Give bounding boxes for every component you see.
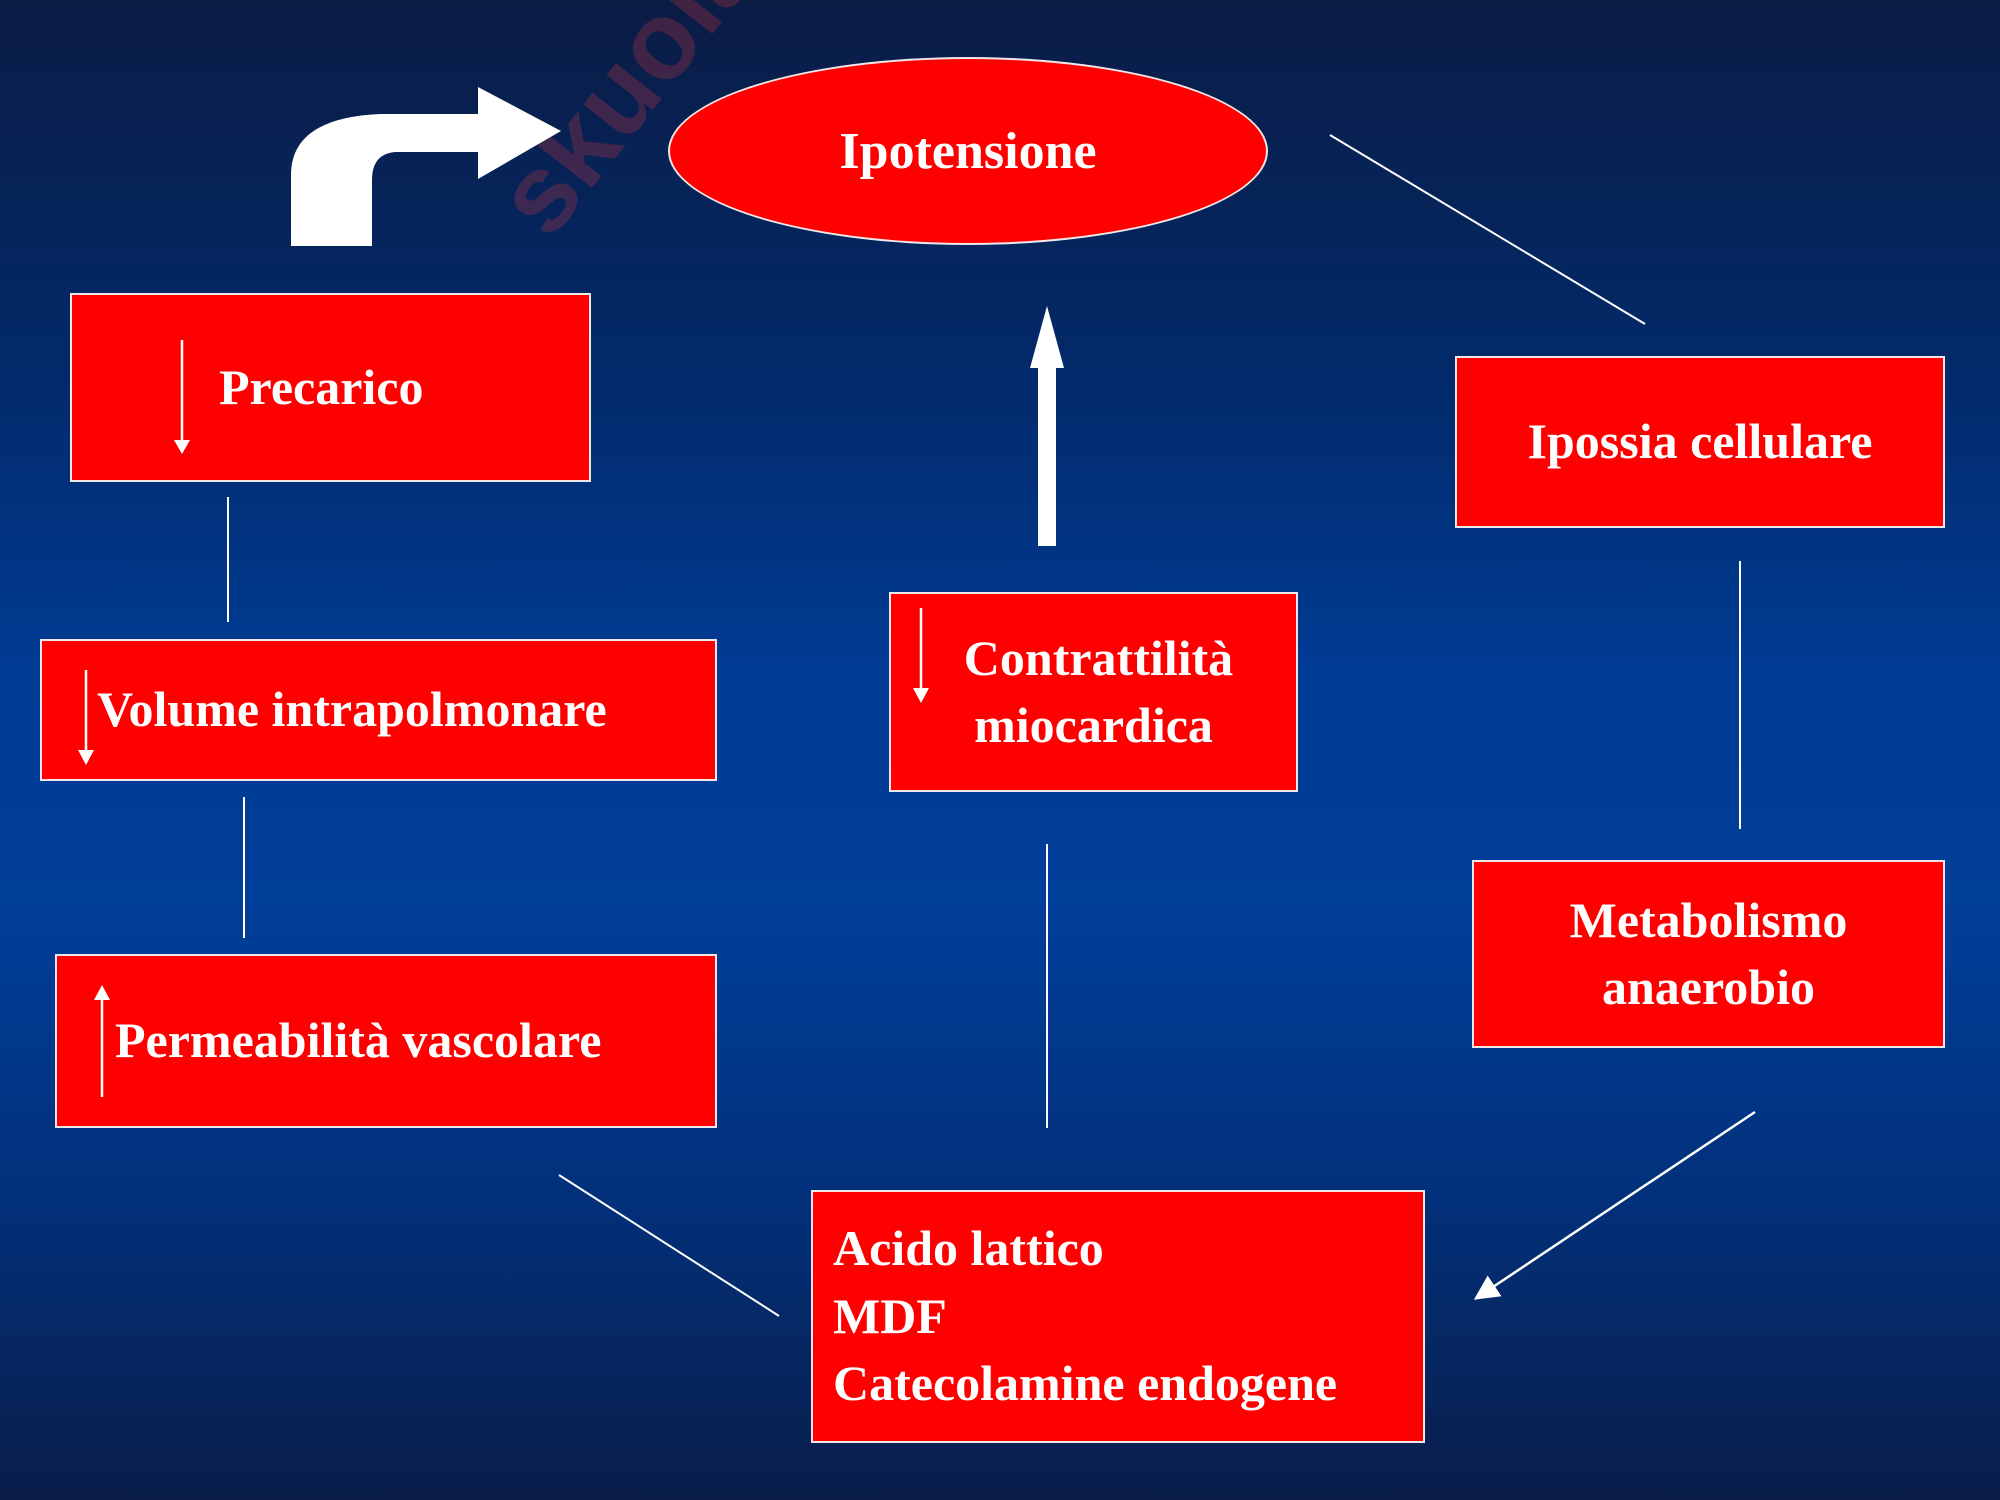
up-arrow-icon	[94, 985, 110, 1097]
connector-permeabilita-acido	[558, 1174, 780, 1317]
node-label: Metabolismo	[1569, 891, 1848, 948]
node-label: Ipotensione	[839, 122, 1097, 180]
node-metabolismo-anaerobio: Metabolismo anaerobio	[1472, 860, 1945, 1048]
node-label: Catecolamine endogene	[833, 1355, 1338, 1412]
down-arrow-icon	[913, 608, 929, 703]
node-label: Contrattilità	[963, 629, 1234, 686]
down-arrow-icon	[78, 670, 94, 765]
node-acido-lattico: Acido lattico MDF Catecolamine endogene	[811, 1190, 1425, 1443]
node-ipossia-cellulare: Ipossia cellulare	[1455, 356, 1945, 528]
node-contrattilita-miocardica: Contrattilità miocardica	[889, 592, 1298, 792]
up-arrow-icon	[1030, 306, 1064, 546]
node-volume-intrapolmonare: Volume intrapolmonare	[40, 639, 717, 781]
node-label: MDF	[833, 1287, 947, 1344]
node-precarico: Precarico	[70, 293, 591, 482]
curved-arrow-icon	[291, 87, 561, 246]
arrow-metabolismo-acido	[1473, 1110, 1756, 1300]
down-arrow-icon	[174, 340, 190, 454]
node-ipotensione: Ipotensione	[668, 57, 1268, 245]
node-permeabilita-vascolare: Permeabilità vascolare	[55, 954, 717, 1128]
node-label: miocardica	[974, 697, 1213, 753]
node-label: anaerobio	[1602, 959, 1815, 1015]
node-label: Acido lattico	[833, 1220, 1104, 1277]
connector-ipotensione-ipossia	[1329, 134, 1646, 325]
node-label: Precarico	[219, 358, 424, 415]
node-label: Ipossia cellulare	[1527, 413, 1873, 470]
node-label: Permeabilità vascolare	[115, 1012, 602, 1069]
node-label: Volume intrapolmonare	[97, 681, 607, 738]
